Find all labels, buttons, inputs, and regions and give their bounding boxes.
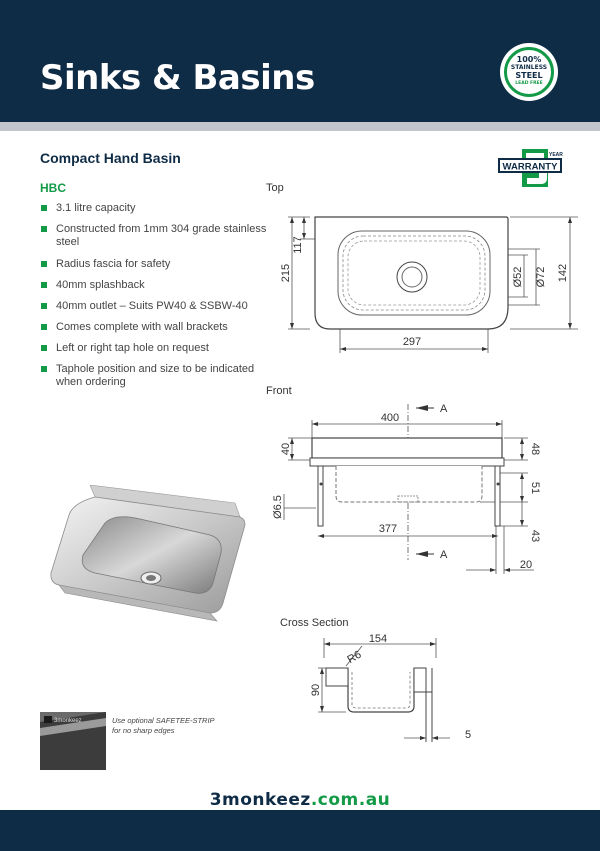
stainless-steel-badge: 100% STAINLESS STEEL LEAD FREE	[500, 43, 558, 101]
dim-154: 154	[369, 633, 387, 645]
page-footer	[0, 810, 600, 851]
dim-72: Ø72	[535, 267, 547, 288]
cross-section-label: Cross Section	[280, 617, 349, 629]
bullet-icon	[41, 226, 47, 232]
top-view-drawing: 215 117 Ø52 Ø72 142 297	[280, 216, 578, 353]
page-header: Sinks & Basins 100% STAINLESS STEEL LEAD…	[0, 0, 600, 122]
feature-item: Comes complete with wall brackets	[40, 321, 270, 334]
strip-caption-line-1: Use optional SAFETEE-STRIP	[112, 716, 215, 725]
front-view-label: Front	[266, 385, 292, 397]
dim-6-5: Ø6.5	[272, 495, 284, 519]
dim-20: 20	[520, 559, 532, 571]
dim-215: 215	[280, 264, 292, 282]
dim-40: 40	[280, 443, 292, 455]
feature-item: 40mm splashback	[40, 279, 270, 292]
website-domain: .com.au	[310, 790, 391, 810]
strip-caption: Use optional SAFETEE-STRIP for no sharp …	[112, 716, 215, 736]
dim-48: 48	[529, 443, 541, 455]
feature-item: 3.1 litre capacity	[40, 202, 270, 215]
warranty-year: YEAR	[549, 152, 563, 158]
badge-line-4: LEAD FREE	[515, 81, 543, 86]
dim-5: 5	[465, 729, 471, 741]
strip-caption-line-2: for no sharp edges	[112, 726, 175, 735]
strip-brand: 3monkeez	[54, 718, 82, 724]
dim-90: 90	[310, 684, 322, 696]
dim-117: 117	[292, 236, 304, 254]
bullet-icon	[41, 345, 47, 351]
feature-list: 3.1 litre capacity Constructed from 1mm …	[40, 202, 270, 397]
page-title: Sinks & Basins	[40, 58, 315, 98]
website-brand: 3monkeez	[209, 790, 311, 810]
badge-ring: 100% STAINLESS STEEL LEAD FREE	[504, 47, 554, 97]
bullet-icon	[41, 324, 47, 330]
header-divider	[0, 122, 600, 131]
warranty-word: WARRANTY	[503, 162, 559, 173]
bullet-icon	[41, 261, 47, 267]
feature-item: Radius fascia for safety	[40, 258, 270, 271]
product-subtitle: Compact Hand Basin	[40, 150, 181, 166]
dim-400: 400	[381, 412, 399, 424]
bullet-icon	[41, 303, 47, 309]
bullet-icon	[41, 366, 47, 372]
badge-line-3: STEEL	[515, 71, 543, 80]
section-a-top: A	[440, 403, 448, 415]
dim-43: 43	[529, 530, 541, 542]
dim-52: Ø52	[512, 267, 524, 288]
feature-item: 40mm outlet – Suits PW40 & SSBW-40	[40, 300, 270, 313]
front-view-drawing: 400 A A 40 Ø6.5 48 51 43 377 20	[272, 403, 541, 574]
warranty-badge-icon: WARRANTY YEAR	[498, 149, 563, 187]
product-model: HBC	[40, 181, 66, 195]
safetee-strip-photo: 3monkeez	[40, 712, 106, 770]
bullet-icon	[41, 205, 47, 211]
dim-51: 51	[529, 482, 541, 494]
top-view-label: Top	[266, 182, 284, 194]
bullet-icon	[41, 282, 47, 288]
dim-142: 142	[557, 264, 569, 282]
feature-item: Constructed from 1mm 304 grade stainless…	[40, 223, 270, 249]
section-a-bottom: A	[440, 549, 448, 561]
website-url[interactable]: 3monkeez.com.au	[0, 790, 600, 810]
feature-item: Taphole position and size to be indicate…	[40, 363, 270, 389]
dim-297: 297	[403, 336, 421, 348]
badge-line-1: 100%	[516, 55, 542, 64]
cross-section-drawing: 154 R6 90 5	[310, 633, 471, 742]
basin-photo	[50, 485, 246, 622]
feature-item: Left or right tap hole on request	[40, 342, 270, 355]
dim-377: 377	[379, 523, 397, 535]
badge-line-2: STAINLESS	[510, 64, 548, 71]
